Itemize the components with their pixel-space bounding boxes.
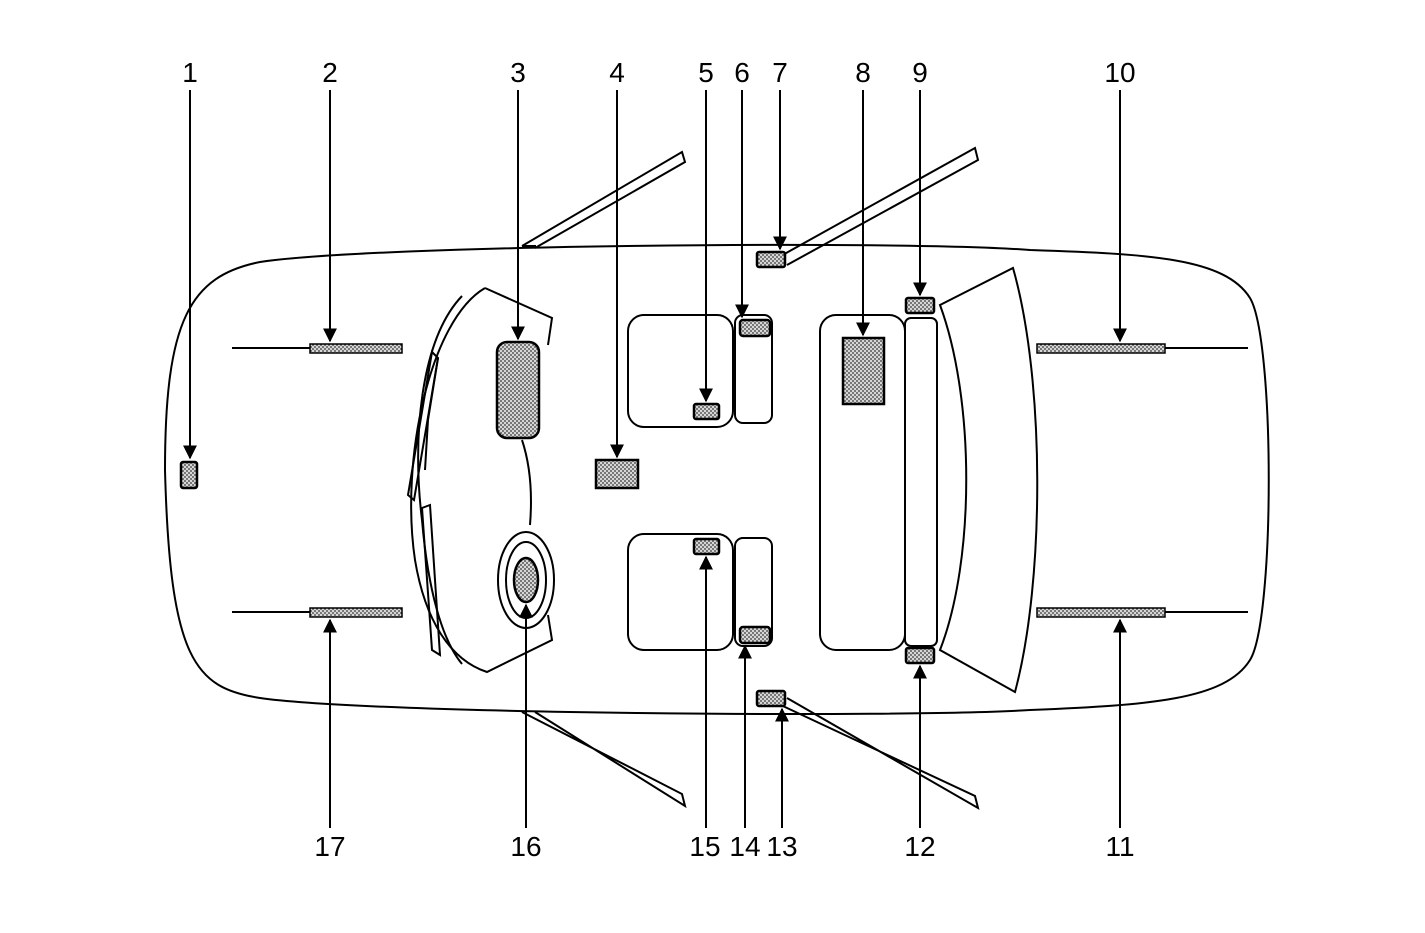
- component-6-side-sensor: [738, 318, 772, 338]
- component-17-front-door-strip: [232, 607, 403, 618]
- front-seat-right: [627, 533, 773, 651]
- left-rear-rail: [522, 146, 980, 266]
- right-front-rail: [521, 711, 687, 809]
- callout-labels-bottom: 17 16 15 14 13 12 11: [314, 831, 1134, 862]
- component-14-side-sensor: [738, 625, 772, 645]
- callout-16: 16: [510, 831, 541, 862]
- windshield-inner: [417, 295, 463, 665]
- component-2-front-door-strip: [232, 343, 403, 354]
- callout-6: 6: [734, 57, 750, 88]
- component-12-rear-side-sensor: [904, 646, 936, 665]
- windshield-outline: [410, 287, 554, 674]
- component-10-rear-door-strip: [1036, 343, 1248, 354]
- right-rear-rail: [769, 697, 980, 811]
- callout-8: 8: [855, 57, 871, 88]
- callout-labels-top: 1 2 3 4 5 6 7 8 9 10: [182, 57, 1135, 88]
- callout-14: 14: [729, 831, 760, 862]
- dashboard-curve: [521, 439, 533, 526]
- callout-12: 12: [904, 831, 935, 862]
- callout-17: 17: [314, 831, 345, 862]
- callout-10: 10: [1104, 57, 1135, 88]
- wiper-arm-right: [420, 503, 442, 657]
- rear-window-outline: [938, 266, 1039, 694]
- component-4-center-module: [594, 458, 640, 490]
- component-9-rear-side-sensor: [904, 296, 936, 315]
- component-15-seat-sensor: [692, 537, 721, 556]
- component-8-rear-module: [841, 336, 886, 406]
- callout-4: 4: [609, 57, 625, 88]
- component-3-module: [495, 340, 541, 440]
- component-1-front-sensor: [179, 460, 199, 490]
- component-16-steering-wheel-module: [497, 531, 555, 629]
- callout-5: 5: [698, 57, 714, 88]
- leader-lines-top: [183, 90, 1127, 460]
- component-5-seat-sensor: [692, 402, 721, 421]
- callout-15: 15: [689, 831, 720, 862]
- front-seat-left: [627, 314, 773, 428]
- callout-9: 9: [912, 57, 928, 88]
- left-front-rail: [521, 150, 687, 249]
- callout-3: 3: [510, 57, 526, 88]
- callout-7: 7: [772, 57, 788, 88]
- callout-2: 2: [322, 57, 338, 88]
- vehicle-body-outline: [163, 243, 1270, 715]
- component-11-rear-door-strip: [1036, 607, 1248, 618]
- component-13-pillar-sensor: [755, 689, 787, 708]
- callout-11: 11: [1105, 831, 1134, 862]
- callout-1: 1: [182, 57, 198, 88]
- leader-lines-bottom: [323, 555, 1127, 828]
- callout-13: 13: [766, 831, 797, 862]
- component-7-pillar-sensor: [755, 250, 787, 269]
- wiper-arm-left: [406, 349, 440, 502]
